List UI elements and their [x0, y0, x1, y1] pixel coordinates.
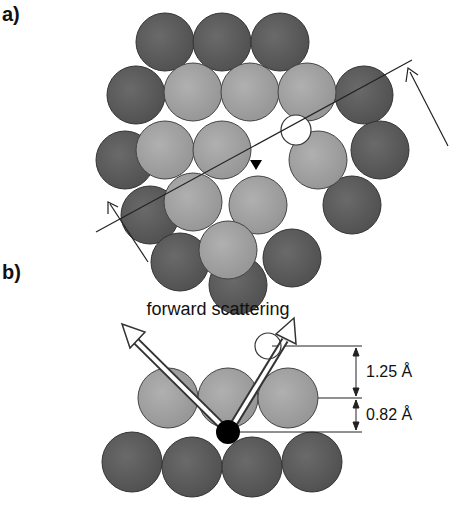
- scatterer-atom: [255, 333, 281, 359]
- dimension-label: 0.82 Å: [366, 407, 412, 423]
- emitter-atom: [216, 420, 240, 444]
- top-layer-side: [138, 368, 318, 428]
- dimension-label: 1.25 Å: [366, 364, 412, 380]
- figure-note: forward scattering: [146, 300, 289, 318]
- cut-line: [96, 60, 412, 232]
- adsorbed-atom: [281, 115, 311, 145]
- scattering-arrows: [122, 318, 296, 430]
- substrate-atoms: [96, 13, 409, 314]
- top-layer-atoms: [136, 63, 347, 279]
- part-label: a): [2, 4, 20, 24]
- part-label: b): [2, 262, 21, 282]
- adsorbate-site: [250, 160, 262, 170]
- view-arrows: [108, 68, 448, 262]
